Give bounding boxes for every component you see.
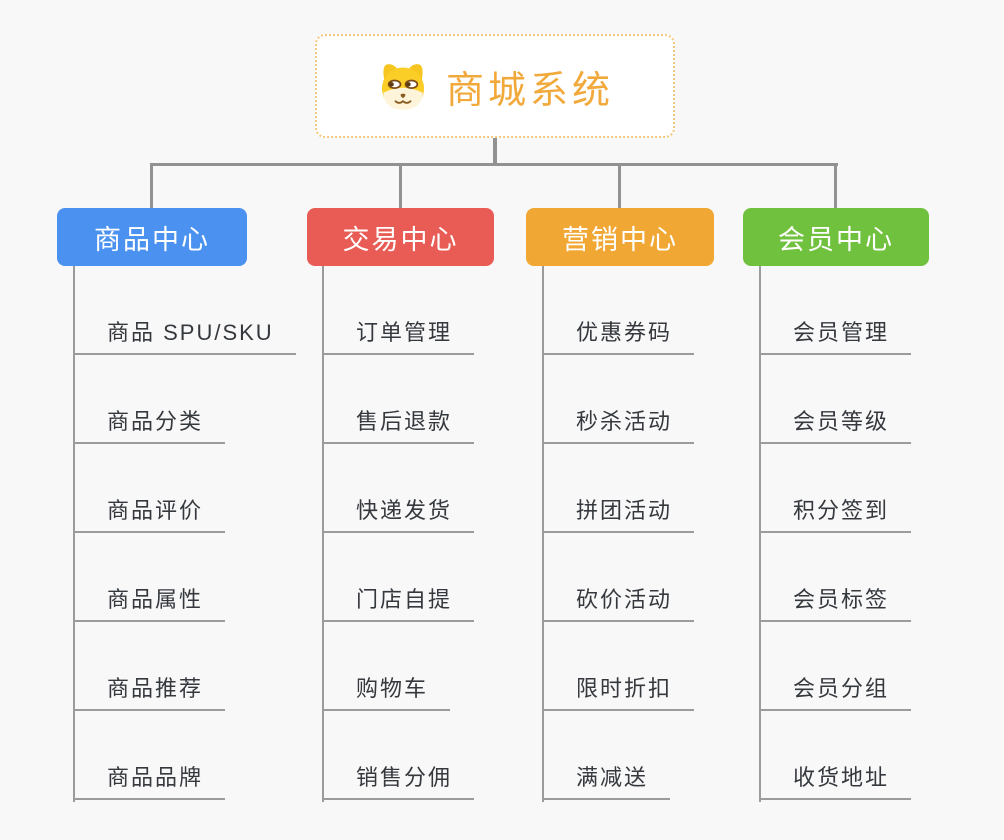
child-node[interactable]: 门店自提 [322,568,475,622]
branch-trunk-line-2 [322,266,324,802]
child-node[interactable]: 会员等级 [759,390,912,444]
root-topic-title: 商城系统 [445,69,614,112]
child-node[interactable]: 订单管理 [322,301,475,355]
child-node[interactable]: 砍价活动 [542,568,695,622]
branch-node-4[interactable]: 会员中心 [743,208,929,266]
child-node[interactable]: 积分签到 [759,479,912,533]
child-node[interactable]: 会员分组 [759,657,912,711]
child-node[interactable]: 会员标签 [759,568,912,622]
child-node[interactable]: 销售分佣 [322,746,475,800]
child-node[interactable]: 商品属性 [73,568,226,622]
branch-node-1[interactable]: 商品中心 [57,208,247,266]
child-node[interactable]: 购物车 [322,657,451,711]
child-node[interactable]: 秒杀活动 [542,390,695,444]
child-node[interactable]: 快递发货 [322,479,475,533]
connector-bus [150,163,838,166]
connector-root-stub [493,138,497,165]
child-node[interactable]: 商品分类 [73,390,226,444]
connector-drop-2 [399,163,402,209]
connector-drop-3 [618,163,621,209]
child-node[interactable]: 售后退款 [322,390,475,444]
child-node[interactable]: 会员管理 [759,301,912,355]
branch-trunk-line-3 [542,266,544,802]
child-node[interactable]: 商品品牌 [73,746,226,800]
branch-node-2[interactable]: 交易中心 [307,208,494,266]
child-node[interactable]: 商品 SPU/SKU [73,301,296,355]
branch-trunk-line-1 [73,266,75,802]
branch-trunk-line-4 [759,266,761,802]
dog-face-icon [376,59,430,113]
child-node[interactable]: 优惠券码 [542,301,695,355]
child-node[interactable]: 限时折扣 [542,657,695,711]
connector-drop-1 [150,163,153,209]
child-node[interactable]: 拼团活动 [542,479,695,533]
branch-node-3[interactable]: 营销中心 [526,208,714,266]
child-node[interactable]: 商品推荐 [73,657,226,711]
child-node[interactable]: 收货地址 [759,746,912,800]
child-node[interactable]: 商品评价 [73,479,226,533]
connector-drop-4 [834,163,837,209]
child-node[interactable]: 满减送 [542,746,671,800]
root-topic-node[interactable]: 商城系统 [315,34,675,138]
